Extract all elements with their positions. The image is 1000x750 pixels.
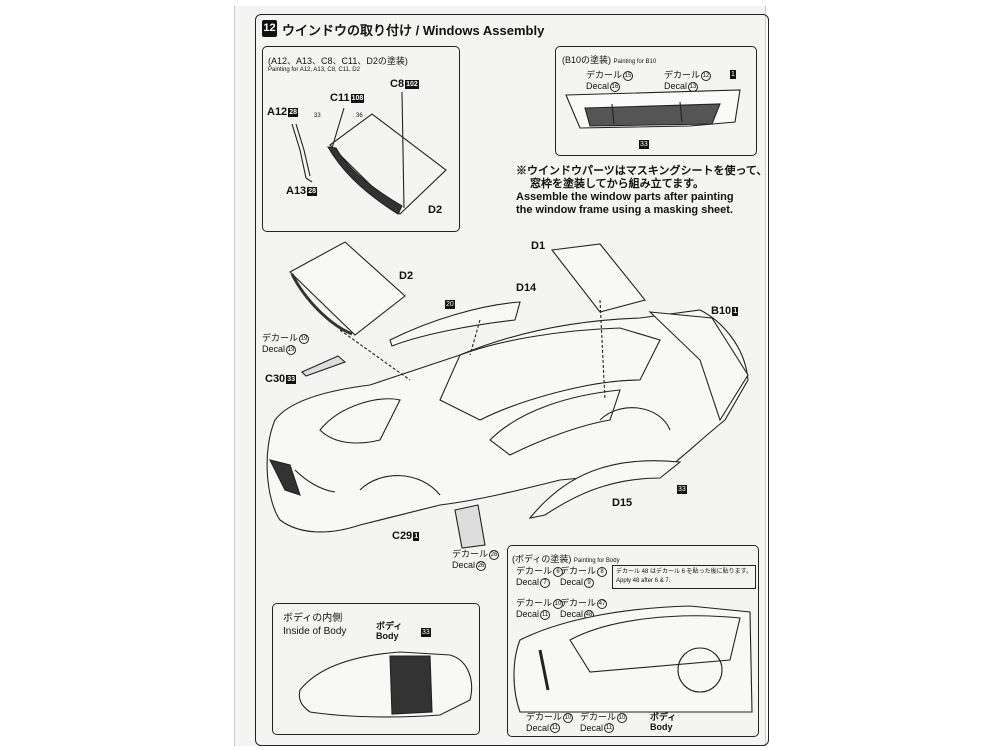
inside-body-title: ボディの内側 Inside of Body bbox=[283, 613, 347, 637]
step-title: ウインドウの取り付け / Windows Assembly bbox=[282, 23, 545, 38]
step-frame bbox=[255, 14, 769, 746]
b10-code-1: 1 bbox=[730, 70, 736, 80]
body-paint-body-label: ボディ Body bbox=[650, 712, 677, 732]
b10-box-title: (B10の塗装) Painting for B10 bbox=[562, 55, 657, 65]
code-33-d15: 33 bbox=[677, 485, 687, 495]
label-d15: D15 bbox=[612, 497, 633, 509]
label-d2-paint: D2 bbox=[428, 204, 443, 216]
step-number-badge: 12 bbox=[262, 20, 277, 37]
paint-box-title: (A12、A13、C8、C11、D2の塗装) bbox=[268, 56, 408, 66]
mark-36: 36 bbox=[356, 113, 363, 119]
paint-box-subtitle: Painting for A12, A13, C8, C11, D2 bbox=[268, 67, 360, 73]
inside-body-label: ボディ Body bbox=[376, 621, 403, 641]
body-paint-instruction: デカール 48 はデカール 6 を貼った後に貼ります。 Apply 48 aft… bbox=[612, 565, 757, 589]
code-20: 20 bbox=[445, 300, 455, 310]
assembly-note: ※ウインドウパーツはマスキングシートを使って、 窓枠を塗装してから組み立てます。… bbox=[516, 165, 768, 216]
label-d1: D1 bbox=[531, 240, 546, 252]
mark-33: 33 bbox=[314, 113, 321, 119]
inside-body-code: 33 bbox=[421, 628, 431, 638]
label-d14: D14 bbox=[516, 282, 537, 294]
label-d2: D2 bbox=[399, 270, 414, 282]
b10-code-33: 33 bbox=[639, 140, 649, 150]
body-paint-title: (ボディの塗装) Painting for Body bbox=[512, 554, 620, 564]
